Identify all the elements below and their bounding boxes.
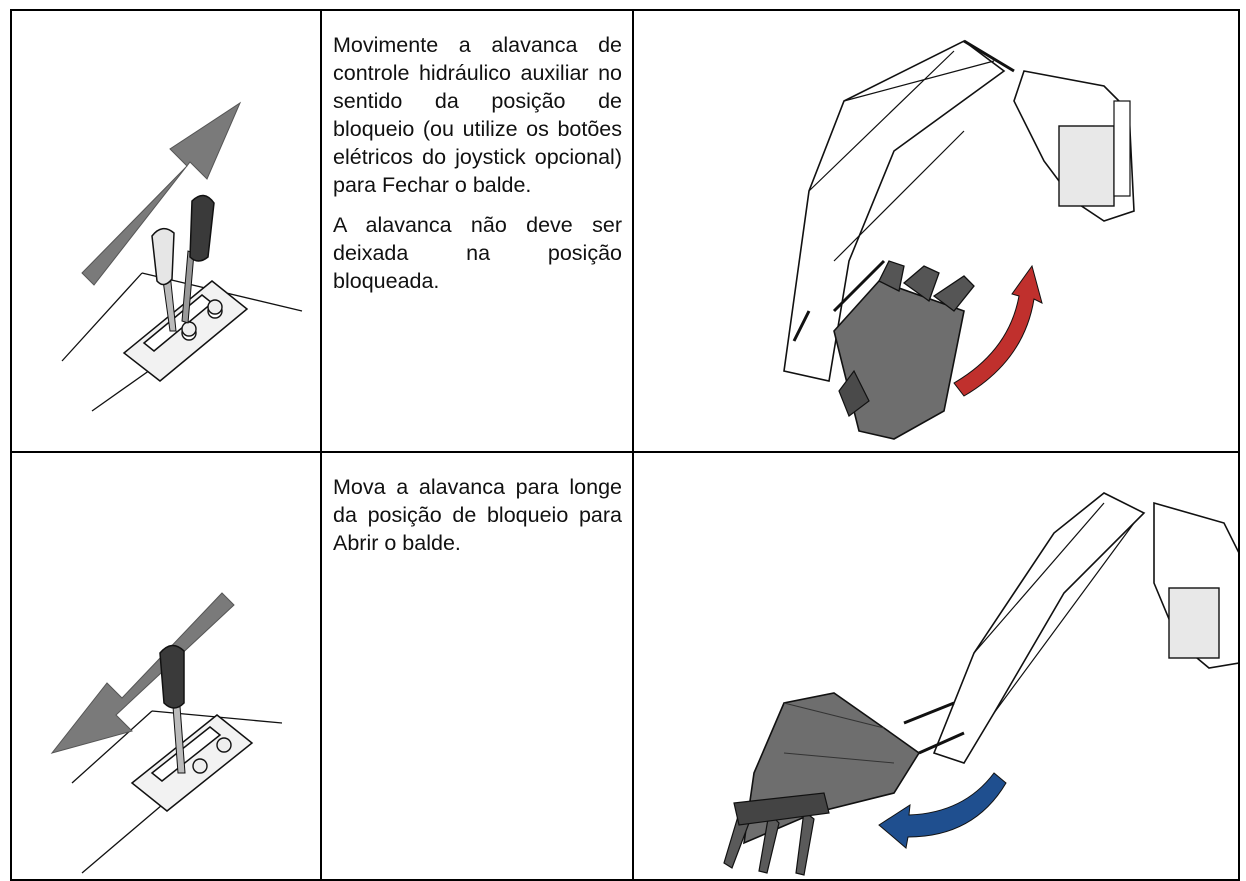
- instruction-text-cell: Movimente a alavanca de controle hidrául…: [320, 9, 634, 453]
- lever-pull-back-icon: [50, 592, 283, 874]
- table-row: Movimente a alavanca de controle hidrául…: [10, 9, 1240, 453]
- instruction-text-cell: Mova a alavanca para longe da posição de…: [320, 451, 634, 881]
- instruction-paragraph: Mova a alavanca para longe da posição de…: [333, 475, 622, 555]
- instruction-paragraph: A alavanca não deve ser deixada na posiç…: [333, 213, 622, 293]
- backhoe-figure-cell: [632, 451, 1240, 881]
- lever-illustration-cell: [10, 451, 322, 881]
- lever-push-forward-icon: [61, 101, 303, 412]
- table-row: Mova a alavanca para longe da posição de…: [10, 451, 1240, 881]
- instruction-paragraph: Movimente a alavanca de controle hidrául…: [333, 33, 622, 197]
- lever-illustration-cell: [10, 9, 322, 453]
- backhoe-bucket-close-icon: [783, 39, 1135, 440]
- instruction-table: Movimente a alavanca de controle hidrául…: [10, 9, 1240, 881]
- backhoe-figure-cell: [632, 9, 1240, 453]
- backhoe-bucket-open-icon: [723, 492, 1237, 876]
